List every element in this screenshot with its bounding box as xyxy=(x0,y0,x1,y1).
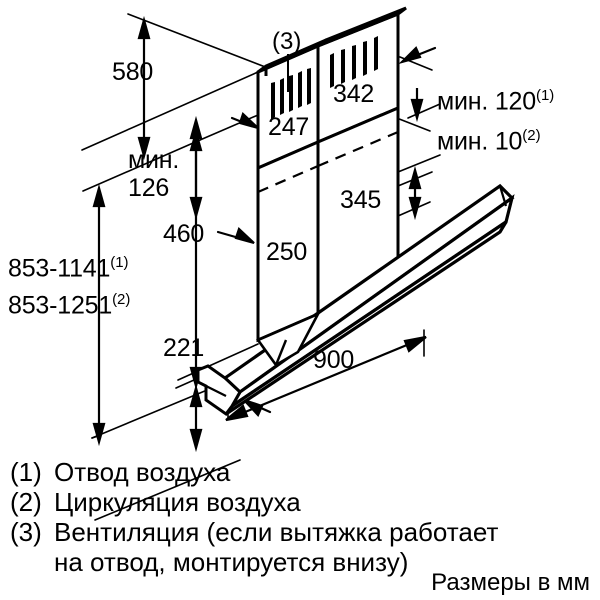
vent-slots-left xyxy=(271,68,311,119)
lower-chimney-ledge xyxy=(257,106,399,170)
hood-left-endcap xyxy=(196,364,242,417)
dim-label-total-height-recirc: 853-1251(2) xyxy=(8,292,130,318)
min120-sup: (1) xyxy=(535,87,555,104)
dim-label-min10: мин. 10(2) xyxy=(437,128,541,154)
dim-label-900: 900 xyxy=(313,346,355,374)
hood-tip-detail xyxy=(498,185,508,207)
lower-chimney xyxy=(256,105,400,343)
vent-callout-3: (3) xyxy=(272,28,302,55)
total-exhaust-text: 853-1141 xyxy=(8,254,111,283)
total-height-dimension-line xyxy=(92,183,106,447)
hood-chimney-junction xyxy=(256,311,321,367)
legend-item-3-text2: на отвод, монтируется внизу) xyxy=(54,547,409,577)
dim-label-126: 126 xyxy=(128,174,170,202)
dim-900-line xyxy=(225,335,427,422)
total-exhaust-sup: (1) xyxy=(110,254,129,271)
units-footnote: Размеры в мм xyxy=(431,569,590,596)
hidden-edges xyxy=(257,130,399,194)
dim-label-580: 580 xyxy=(112,58,154,86)
dim-label-345: 345 xyxy=(340,186,382,214)
dim-label-460: 460 xyxy=(163,220,205,248)
dim-label-221: 221 xyxy=(163,334,205,362)
min10-text: мин. 10 xyxy=(437,127,523,156)
hood-endcap-lines xyxy=(197,364,227,397)
min10-sup: (2) xyxy=(522,127,541,144)
legend-item-2: (2) Циркуляция воздуха xyxy=(10,487,590,517)
dim-345-arrows xyxy=(408,165,422,221)
dim-label-250: 250 xyxy=(266,238,308,266)
legend-item-1-text: Отвод воздуха xyxy=(54,457,231,487)
min120-text: мин. 120 xyxy=(437,87,536,116)
total-recirc-text: 853-1251 xyxy=(8,291,113,320)
vent-slots-right xyxy=(330,36,378,88)
legend-item-2-text: Циркуляция воздуха xyxy=(54,487,301,517)
legend-item-3-num: (3) xyxy=(10,517,42,547)
dim-label-342: 342 xyxy=(333,80,375,108)
dim-min120-arrow xyxy=(410,88,424,123)
dim-221-line xyxy=(189,383,203,453)
legend-item-1-num: (1) xyxy=(10,457,42,487)
upper-chimney xyxy=(256,6,407,171)
legend: (1) Отвод воздуха (2) Циркуляция воздуха… xyxy=(10,457,590,577)
legend-item-3: (3) Вентиляция (если вытяжка работает xyxy=(10,517,590,547)
dim-label-min-word: мин. xyxy=(128,146,180,174)
total-recirc-sup: (2) xyxy=(112,291,131,308)
dim-label-total-height-exhaust: 853-1141(1) xyxy=(8,255,129,281)
legend-item-3-text: Вентиляция (если вытяжка работает xyxy=(54,517,499,547)
dim-label-min120: мин. 120(1) xyxy=(437,88,554,114)
legend-item-3-continued: на отвод, монтируется внизу) xyxy=(10,547,590,577)
legend-item-1: (1) Отвод воздуха xyxy=(10,457,590,487)
dim-label-247: 247 xyxy=(268,113,310,141)
dim-580-line xyxy=(137,15,151,161)
legend-item-2-num: (2) xyxy=(10,487,42,517)
